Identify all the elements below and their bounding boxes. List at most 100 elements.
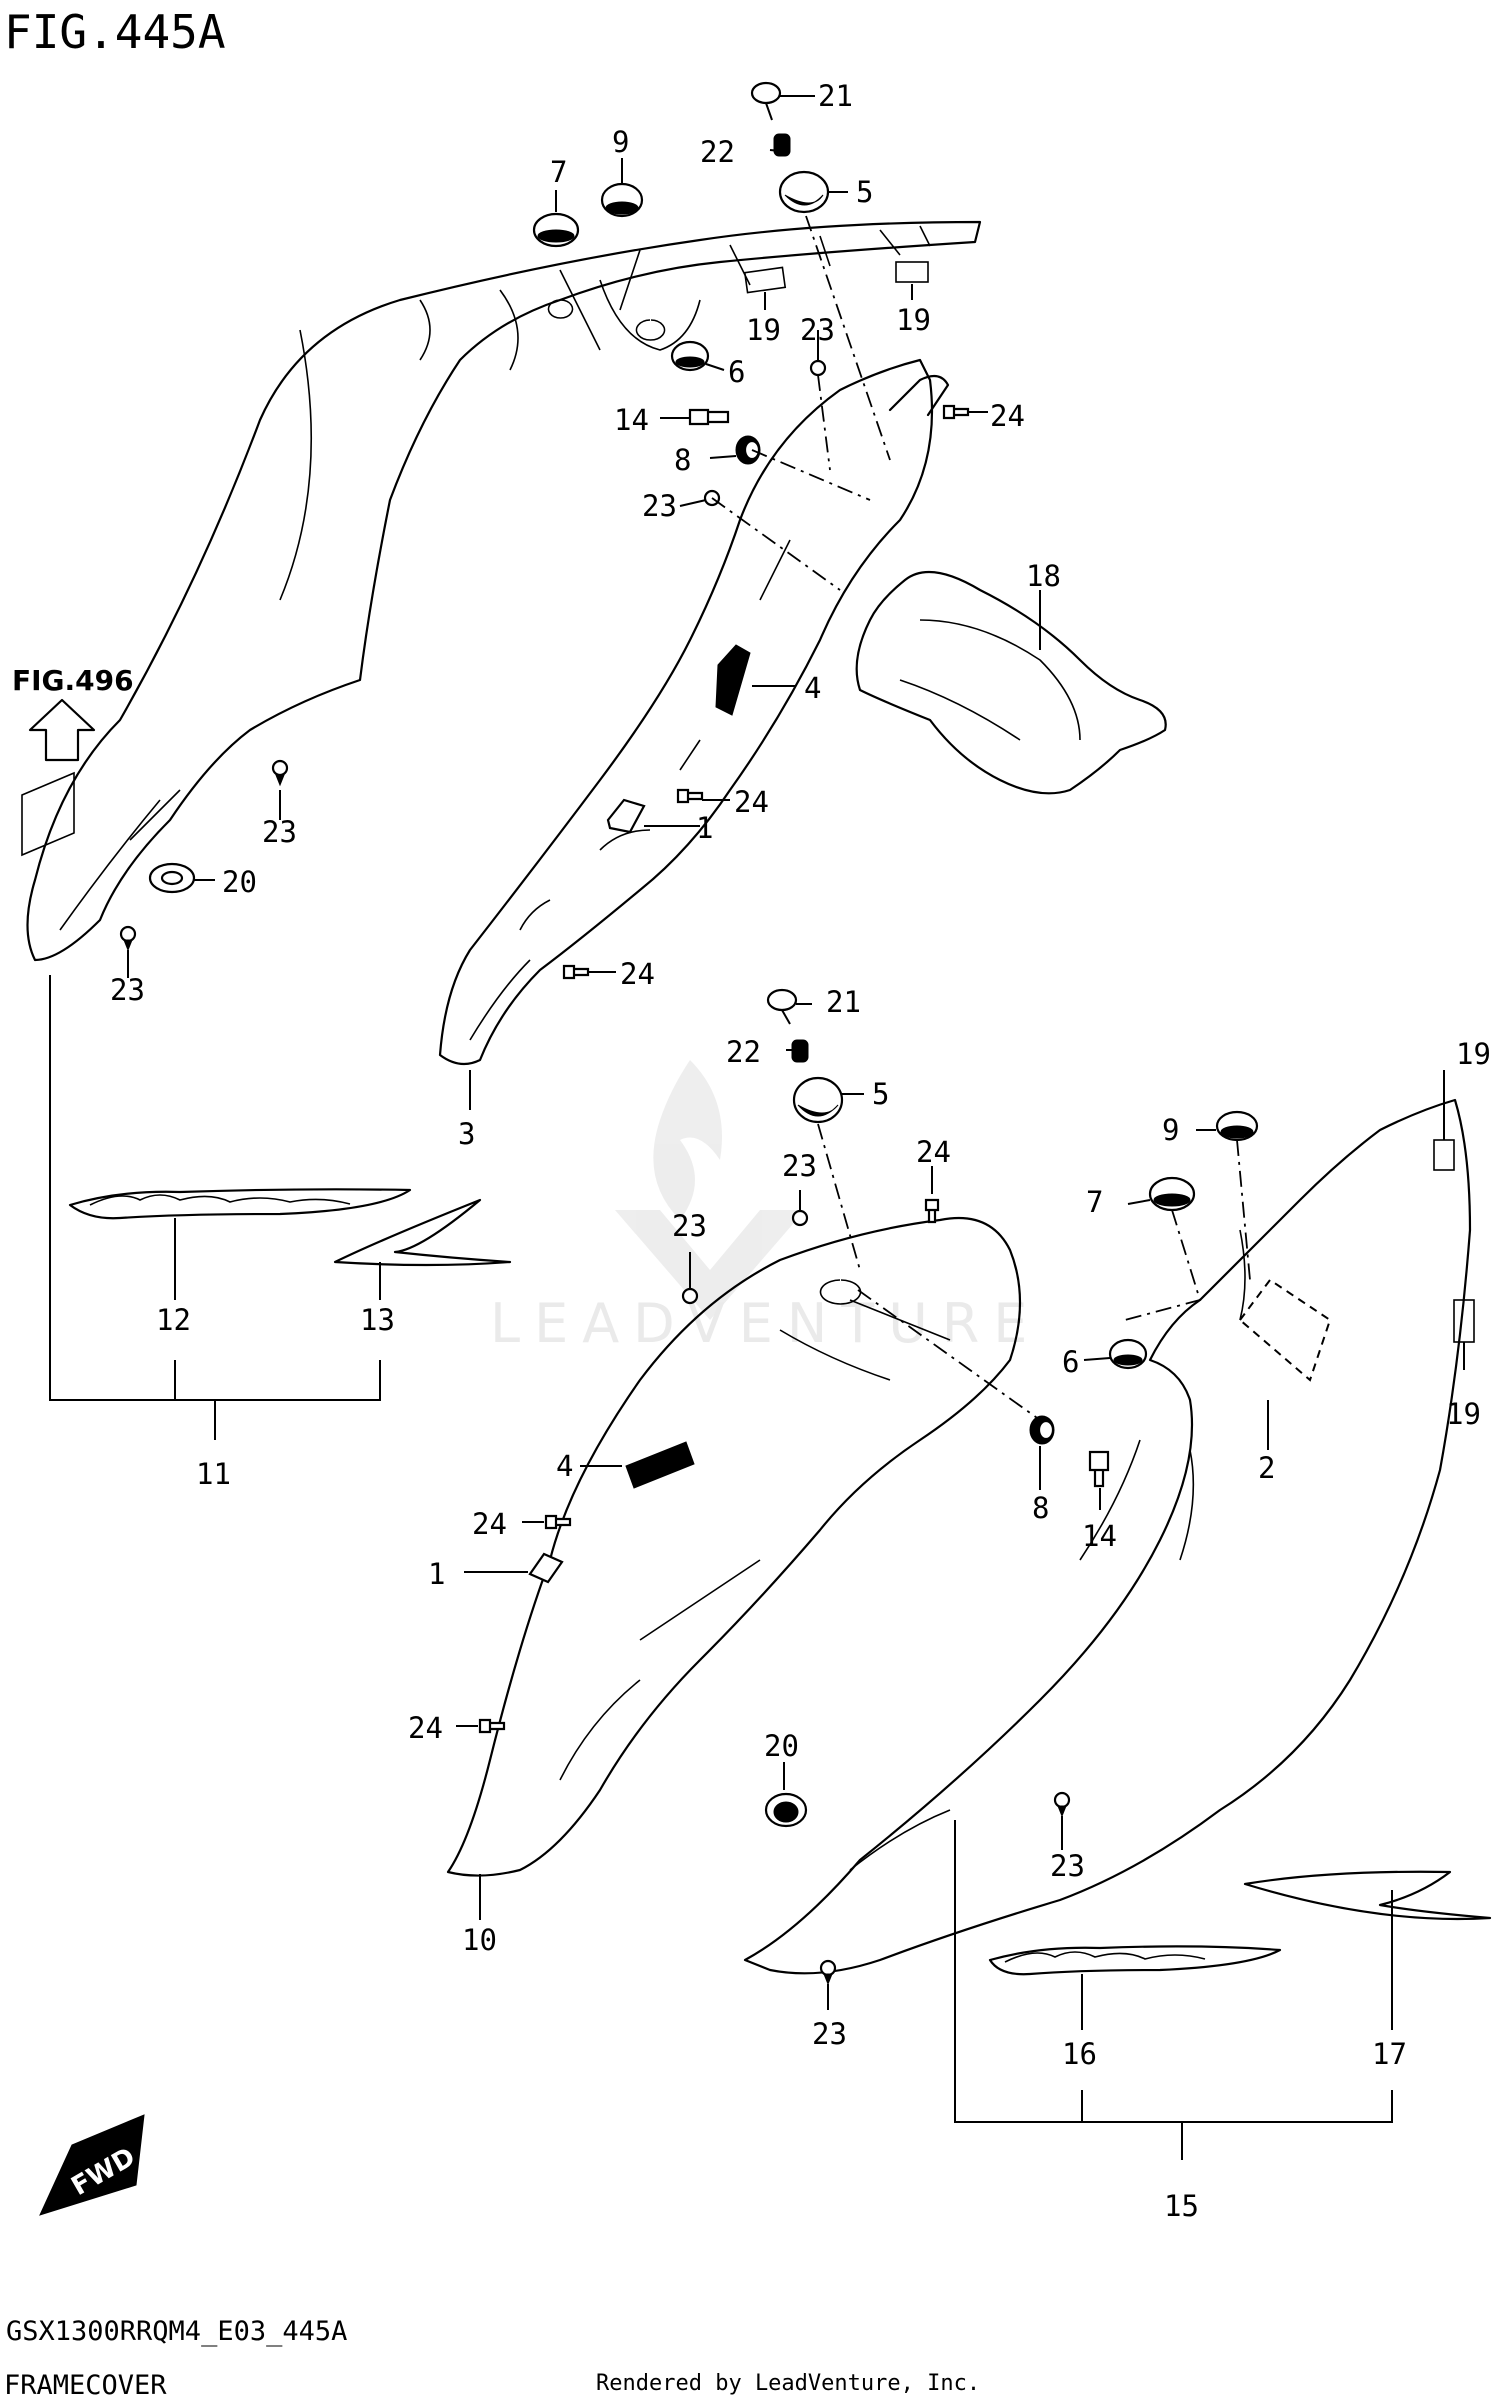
grommet-6-upper [670, 340, 710, 372]
callout-9[interactable]: 9 [612, 125, 629, 159]
callout-23[interactable]: 23 [672, 1209, 707, 1243]
middle-frame-cover [438, 358, 934, 1066]
grommet-7-upper [532, 212, 580, 248]
label-19-b [895, 261, 929, 283]
bolt-24-f [478, 1718, 506, 1734]
lower-cover-assembly [446, 988, 1475, 1986]
callout-14[interactable]: 14 [614, 403, 649, 437]
grommet-9-upper [600, 182, 644, 218]
bolt-24-e [544, 1514, 572, 1530]
callout-19[interactable]: 19 [1456, 1037, 1491, 1071]
fig-reference-link[interactable]: FIG.496 [12, 664, 134, 857]
callout-9[interactable]: 9 [1162, 1113, 1179, 1147]
callout-10[interactable]: 10 [462, 1923, 497, 1957]
callout-23[interactable]: 23 [642, 489, 677, 523]
bolt-24-d [924, 1198, 940, 1224]
callout-1[interactable]: 1 [696, 811, 713, 845]
callout-23[interactable]: 23 [812, 2017, 847, 2051]
tape-strip-1-lower [528, 1552, 564, 1584]
grommet-8-upper [735, 435, 761, 465]
callout-8[interactable]: 8 [1032, 1491, 1049, 1525]
label-19-c [1433, 1139, 1455, 1171]
render-credit: Rendered by LeadVenture, Inc. [596, 2371, 980, 2396]
callout-7[interactable]: 7 [1086, 1185, 1103, 1219]
callout-23[interactable]: 23 [782, 1149, 817, 1183]
callout-6[interactable]: 6 [728, 355, 745, 389]
inner-panel-18 [855, 570, 1167, 795]
clip-23-a [809, 359, 827, 377]
grommet-5-lower [792, 1076, 844, 1124]
fwd-arrow-icon [39, 2114, 145, 2216]
bolt-21-lower [766, 988, 798, 1025]
callout-18[interactable]: 18 [1026, 559, 1061, 593]
up-arrow-icon [28, 698, 96, 762]
bolt-24-b [676, 788, 704, 804]
callout-22[interactable]: 22 [700, 135, 735, 169]
callout-24[interactable]: 24 [916, 1135, 951, 1169]
callout-8[interactable]: 8 [674, 443, 691, 477]
callout-13[interactable]: 13 [360, 1303, 395, 1337]
callout-5[interactable]: 5 [872, 1077, 889, 1111]
callout-19[interactable]: 19 [896, 303, 931, 337]
fwd-direction-badge: FWD [39, 2114, 145, 2216]
callout-11[interactable]: 11 [196, 1457, 231, 1491]
callout-20[interactable]: 20 [764, 1729, 799, 1763]
callout-6[interactable]: 6 [1062, 1345, 1079, 1379]
tape-strip-4-lower [625, 1441, 695, 1489]
left-frame-cover [26, 220, 982, 962]
grommet-5-upper [778, 170, 830, 214]
label-19-a [743, 266, 787, 294]
callout-24[interactable]: 24 [990, 399, 1025, 433]
callout-23[interactable]: 23 [800, 313, 835, 347]
clip-23-f [681, 1287, 699, 1305]
callout-7[interactable]: 7 [550, 155, 567, 189]
figure-title: FIG.445A [4, 5, 226, 59]
callout-5[interactable]: 5 [856, 175, 873, 209]
callout-21[interactable]: 21 [818, 79, 853, 113]
callout-2[interactable]: 2 [1258, 1451, 1275, 1485]
section-name: FRAMECOVER [4, 2370, 167, 2401]
lower-frame-cover-15 [743, 1098, 1472, 1975]
callout-23[interactable]: 23 [110, 973, 145, 1007]
decal-12-hayabusa [68, 1188, 412, 1220]
bolt-21-upper [750, 81, 782, 121]
grommet-8-lower [1029, 1415, 1055, 1445]
callout-4[interactable]: 4 [804, 671, 821, 705]
callout-1[interactable]: 1 [428, 1557, 445, 1591]
callout-17[interactable]: 17 [1372, 2037, 1407, 2071]
upper-cover-assembly [26, 81, 1167, 1066]
decal-16-hayabusa [988, 1945, 1282, 1976]
callout-22[interactable]: 22 [726, 1035, 761, 1069]
callout-24[interactable]: 24 [734, 785, 769, 819]
callout-23[interactable]: 23 [262, 815, 297, 849]
callout-14[interactable]: 14 [1082, 1519, 1117, 1553]
callout-3[interactable]: 3 [458, 1117, 475, 1151]
bolt-24-c [562, 964, 590, 980]
callout-21[interactable]: 21 [826, 985, 861, 1019]
callout-numbers: 21 22 5 7 9 19 19 23 6 24 14 8 23 18 4 2… [110, 79, 1491, 2223]
callout-16[interactable]: 16 [1062, 2037, 1097, 2071]
callout-24[interactable]: 24 [620, 957, 655, 991]
middle-cover-tab [888, 374, 950, 417]
clip-23-g [1053, 1791, 1071, 1818]
fig-reference-label[interactable]: FIG.496 [12, 664, 134, 697]
collar-22-lower [791, 1039, 809, 1063]
model-code: GSX1300RRQM4_E03_445A [6, 2316, 347, 2347]
callout-23[interactable]: 23 [1050, 1849, 1085, 1883]
tape-strip-1 [606, 798, 646, 834]
callout-19[interactable]: 19 [746, 313, 781, 347]
bolt-24-a [942, 404, 970, 420]
screw-14-upper [688, 408, 730, 426]
callout-4[interactable]: 4 [556, 1449, 573, 1483]
watermark-text: LEADVENTURE [490, 1292, 1041, 1355]
callout-20[interactable]: 20 [222, 865, 257, 899]
tape-strip-4 [715, 644, 751, 716]
callout-15[interactable]: 15 [1164, 2189, 1199, 2223]
grommet-7-lower [1148, 1176, 1196, 1212]
clip-23-h [819, 1959, 837, 1986]
callout-19[interactable]: 19 [1446, 1397, 1481, 1431]
callout-24[interactable]: 24 [472, 1507, 507, 1541]
callout-12[interactable]: 12 [156, 1303, 191, 1337]
callout-24[interactable]: 24 [408, 1711, 443, 1745]
